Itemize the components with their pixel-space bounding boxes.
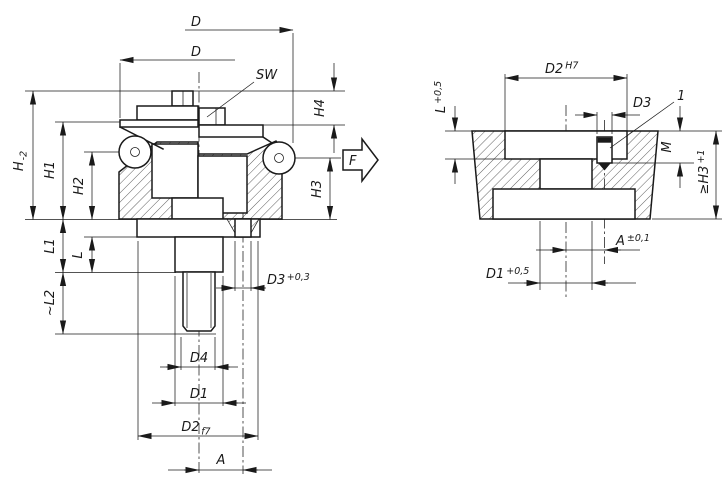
pin-tip xyxy=(597,162,612,171)
dim-label-d3hole: D3 xyxy=(633,96,651,111)
dim-label-d-top: D xyxy=(191,15,201,30)
fitting-boss xyxy=(174,236,224,273)
ball-left-bore xyxy=(130,147,140,157)
dim-label-h: H-2 xyxy=(12,151,30,171)
disc-left xyxy=(119,119,199,128)
dim-label-h4: H4 xyxy=(313,99,328,117)
dim-label-h3: H3 xyxy=(310,180,325,198)
pin-cap xyxy=(597,137,612,143)
dim-label-d1hole: D1+0,5 xyxy=(486,266,529,282)
dim-label-h2: H2 xyxy=(72,177,87,195)
dim-label-l2: ~L2 xyxy=(43,290,58,316)
dim-label-ahole: A±0,1 xyxy=(615,233,650,249)
threaded-stud xyxy=(182,271,216,332)
front-section-view: D D SW H4 H-2 H1 H2 H3 F L1 L ~L2 xyxy=(12,15,379,474)
dim-label-h1: H1 xyxy=(43,161,58,179)
dim-label-a: A xyxy=(216,453,226,468)
dim-label-m: M xyxy=(660,141,675,152)
hex-top-left xyxy=(171,90,194,107)
leader-sw xyxy=(206,81,255,118)
dim-label-force: F xyxy=(349,154,357,169)
dim-label-d1: D1 xyxy=(190,387,208,402)
bore-d1 xyxy=(539,158,593,190)
dim-label-l1: L1 xyxy=(43,238,58,254)
dim-label-sw: SW xyxy=(256,68,278,83)
plate-left xyxy=(136,105,199,121)
dim-label-d4: D4 xyxy=(190,351,208,366)
pocket xyxy=(492,188,636,220)
cavity-bottom xyxy=(171,197,224,220)
cavity-left xyxy=(151,143,199,199)
plate-right xyxy=(198,124,264,138)
dim-label-l: L xyxy=(71,251,86,258)
dim-label-d-mid: D xyxy=(191,45,201,60)
dim-label-h3min: ≥H3+1 xyxy=(696,150,712,195)
locating-pin-section xyxy=(234,218,252,238)
ball-right-bore xyxy=(274,153,284,163)
dim-label-lhole: L+0,5 xyxy=(433,81,449,113)
leader-item-1 xyxy=(609,101,675,149)
dim-label-d3: D3+0,3 xyxy=(267,272,310,288)
item-callout-1: 1 xyxy=(677,89,685,104)
force-arrow-icon xyxy=(342,136,379,184)
hex-top-right xyxy=(198,107,226,126)
